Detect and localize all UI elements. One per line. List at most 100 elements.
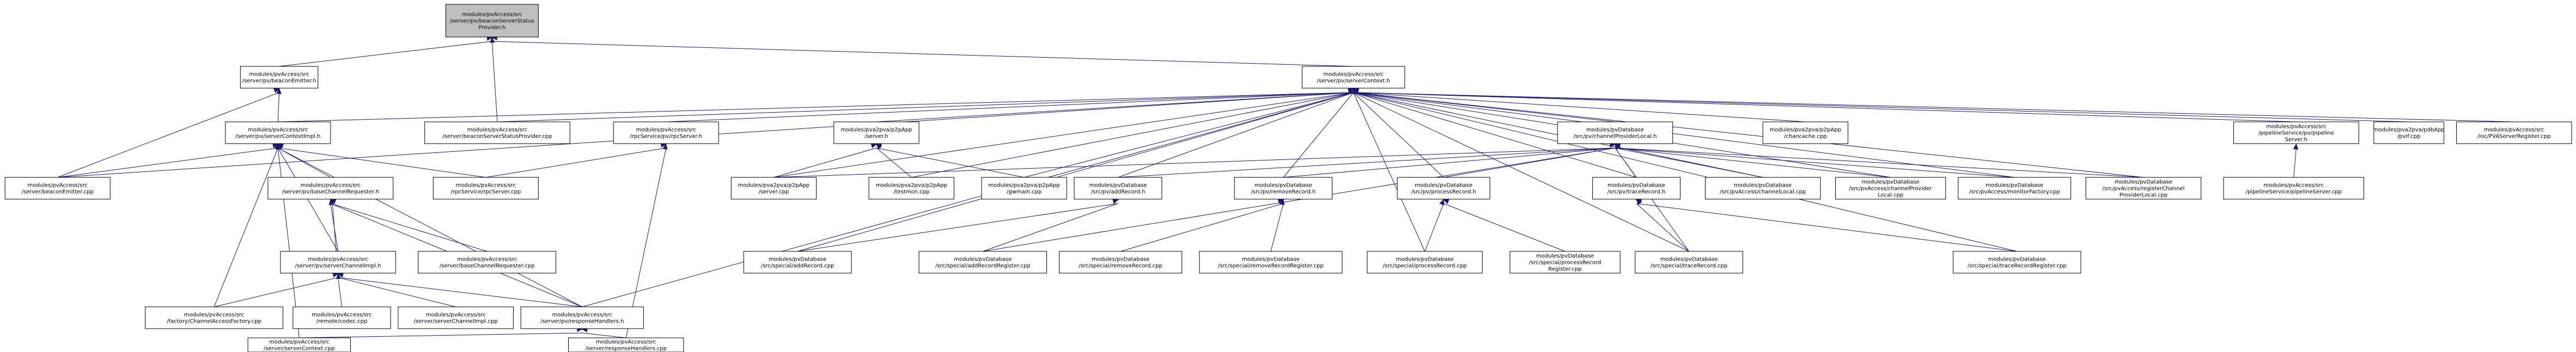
edge-root-bssProviderCpp [491, 41, 498, 122]
edge-serverContextH-addRecordH [1118, 92, 1354, 178]
node-traceRecordH[interactable]: modules/pvDatabase/src/pv/traceRecord.h [1592, 177, 1681, 200]
edge-serverContextImplH-factoryCpp [214, 147, 278, 307]
node-pipelineServerCpp[interactable]: modules/pvAccess/src/pipelineService/pip… [2223, 177, 2364, 200]
node-label-line: /src/pv/channelProviderLocal.h [1573, 134, 1657, 140]
node-processRecordCpp[interactable]: modules/pvDatabase/src/special/processRe… [1367, 251, 1483, 274]
node-box [4, 177, 111, 200]
node-p2pServerCpp[interactable]: modules/pva2pva/p2pApp/server.cpp [730, 177, 817, 200]
node-label-line: modules/pvAccess/src [456, 183, 516, 189]
node-rpcServerH[interactable]: modules/pvAccess/src/rpcService/pv/rpcSe… [613, 121, 719, 144]
node-label-line: modules/pvAccess/src [457, 257, 517, 263]
edge-arrowhead [1439, 199, 1445, 206]
node-addRecordCpp[interactable]: modules/pvDatabase/src/special/addRecord… [743, 251, 852, 274]
edge-addRecordH-addRecordCpp [797, 203, 1118, 252]
edge-serverContextH-p2pServerH [876, 92, 1354, 122]
node-responseHandlersH[interactable]: modules/pvAccess/src/server/pv/responseH… [520, 306, 644, 329]
node-box [1762, 121, 1849, 144]
node-label-line: /pvif.cpp [2397, 134, 2421, 140]
node-box [2373, 121, 2445, 144]
edge-channelProviderLocalH-channelProviderLocalCpp [1615, 147, 1891, 178]
node-removeRecordCpp[interactable]: modules/pvDatabase/src/special/removeRec… [1058, 251, 1183, 274]
node-gwmainCpp[interactable]: modules/pva2pva/p2pApp/gwmain.cpp [981, 177, 1067, 200]
edge-p2pServerH-testmonCpp [876, 147, 912, 178]
edge-removeRecordH-removeRecordCpp [1120, 203, 1284, 252]
node-pdbAppPvifCpp[interactable]: modules/pva2pva/pdbApp/pvif.cpp [2373, 121, 2445, 144]
node-removeRecordRegisterCpp[interactable]: modules/pvDatabase/src/special/removeRec… [1199, 251, 1343, 274]
node-serverChannelImplH[interactable]: modules/pvAccess/src/server/pv/serverCha… [280, 251, 396, 274]
node-label-line: /server/pv/serverContext.h [1317, 78, 1390, 84]
node-p2pServerH[interactable]: modules/pva2pva/p2pApp/server.h [833, 121, 919, 144]
node-registerChannelProviderLocalCpp[interactable]: modules/pvDatabase/src/pvAccess/register… [2085, 177, 2202, 200]
edge-serverContextH-gwmainCpp [1024, 92, 1354, 178]
edge-serverContextH-chancacheCpp [1353, 92, 1806, 122]
node-baseChannelRequesterH[interactable]: modules/pvAccess/src/server/pv/baseChann… [267, 177, 394, 200]
edge-serverChannelImplH-codecCpp [338, 277, 342, 307]
node-box [1509, 251, 1621, 274]
node-label-line: /src/pv/removeRecord.h [1251, 189, 1316, 195]
node-beaconEmitterH[interactable]: modules/pvAccess/src/server/pv/beaconEmi… [240, 66, 319, 89]
node-beaconEmitterCpp[interactable]: modules/pvAccess/src/server/beaconEmitte… [4, 177, 111, 200]
node-rpcServerCpp[interactable]: modules/pvAccess/src/rpcService/rpcServe… [433, 177, 539, 200]
node-label-line: modules/pvDatabase [954, 257, 1012, 263]
node-label-line: /src/special/addRecordRegister.cpp [935, 263, 1031, 269]
node-removeRecordH[interactable]: modules/pvDatabase/src/pv/removeRecord.h [1234, 177, 1333, 200]
node-factoryCpp[interactable]: modules/pvAccess/src/factory/ChannelAcce… [145, 306, 283, 329]
edge-addRecordH-addRecordRegisterCpp [983, 203, 1118, 252]
node-baseChannelRequesterCpp[interactable]: modules/pvAccess/src/server/baseChannelR… [418, 251, 557, 274]
node-channelProviderLocalH[interactable]: modules/pvDatabase/src/pv/channelProvide… [1557, 121, 1673, 144]
node-channelLocalCpp[interactable]: modules/pvDatabase/src/pvAccess/channelL… [1704, 177, 1821, 200]
edge-serverContextH-addRecordCpp [797, 92, 1354, 252]
node-channelProviderLocalCpp[interactable]: modules/pvDatabase/src/pvAccess/channelP… [1835, 177, 1946, 200]
node-label-line: modules/pvAccess/src [596, 339, 656, 345]
edge-serverChannelImplH-factoryCpp [214, 277, 338, 307]
node-label-line: /src/special/processRecord.cpp [1383, 263, 1467, 269]
node-serverContextImplH[interactable]: modules/pvAccess/src/server/pv/serverCon… [225, 121, 331, 144]
node-label-line: modules/pvAccess/src [2266, 124, 2327, 130]
node-label-line: Provider.h [478, 25, 506, 31]
node-serverContextCpp[interactable]: modules/pvAccess/src/server/serverContex… [247, 337, 351, 352]
node-label-line: modules/pvAccess/src [308, 257, 368, 263]
edge-serverContextImplH-serverChannelImplH [277, 147, 339, 252]
node-label-line: modules/pvAccess/src [301, 183, 361, 189]
node-monitorFactoryCpp[interactable]: modules/pvDatabase/src/pvAccess/monitorF… [1958, 177, 2072, 200]
node-traceRecordCpp[interactable]: modules/pvDatabase/src/special/traceReco… [1635, 251, 1743, 274]
node-traceRecordRegisterCpp[interactable]: modules/pvDatabase/src/special/traceReco… [1953, 251, 2081, 274]
edge-arrowhead [1112, 199, 1119, 204]
node-codecCpp[interactable]: modules/pvAccess/src/remote/codec.cpp [293, 306, 391, 329]
edge-serverContextH-traceRecordH [1353, 92, 1637, 178]
node-label-line: /src/pvAccess/monitorFactory.cpp [1969, 189, 2060, 195]
node-box [2223, 177, 2364, 200]
node-serverChannelImplCpp[interactable]: modules/pvAccess/src/server/serverChanne… [398, 306, 514, 329]
node-addRecordH[interactable]: modules/pvDatabase/src/pv/addRecord.h [1074, 177, 1162, 200]
node-pipelineServerH[interactable]: modules/pvAccess/src/pipelineService/pv/… [2233, 121, 2359, 144]
edge-responseHandlersH-responseHandlersCpp [582, 332, 626, 338]
node-label-line: /src/special/traceRecordRegister.cpp [1968, 263, 2067, 269]
node-box [1958, 177, 2072, 200]
node-label-line: /server/pv/serverContextImpl.h [235, 134, 320, 140]
node-label-line: /gwmain.cpp [1007, 189, 1042, 195]
node-box [247, 337, 351, 352]
node-responseHandlersCpp[interactable]: modules/pvAccess/src/server/responseHand… [568, 337, 684, 352]
node-box [1301, 66, 1405, 89]
node-label-line: /src/pv/traceRecord.h [1607, 189, 1666, 195]
node-box [833, 121, 919, 144]
node-addRecordRegisterCpp[interactable]: modules/pvDatabase/src/special/addRecord… [918, 251, 1047, 274]
node-label-line: modules/pvDatabase [1089, 183, 1147, 189]
node-processRecordRegisterCpp[interactable]: modules/pvDatabase/src/special/processRe… [1509, 251, 1621, 274]
node-bssProviderCpp[interactable]: modules/pvAccess/src/server/beaconServer… [424, 121, 570, 144]
node-serverContextH[interactable]: modules/pvAccess/src/server/pv/serverCon… [1301, 66, 1405, 89]
node-testmonCpp[interactable]: modules/pva2pva/p2pApp/testmon.cpp [868, 177, 954, 200]
edge-serverContextH-responseHandlersH [582, 92, 1354, 307]
node-label-line: modules/pvAccess/src [1323, 72, 1384, 78]
node-processRecordH[interactable]: modules/pvDatabase/src/pv/processRecord.… [1397, 177, 1490, 200]
edge-serverContextImplH-beaconEmitterCpp [57, 147, 278, 178]
edge-serverContextH-iocPVAServerRegisterCpp [1353, 92, 2514, 122]
node-chancacheCpp[interactable]: modules/pva2pva/p2pApp/chancache.cpp [1762, 121, 1849, 144]
edge-root-beaconEmitterH [279, 41, 492, 67]
node-iocPVAServerRegisterCpp[interactable]: modules/pvAccess/src/ioc/PVAServerRegist… [2456, 121, 2572, 144]
edge-serverContextH-bssProviderCpp [497, 92, 1354, 122]
edge-channelProviderLocalH-traceRecordCpp [1615, 147, 1690, 252]
edge-serverContextH-serverContextImplH [278, 92, 1354, 122]
edge-arrowhead [276, 88, 282, 94]
